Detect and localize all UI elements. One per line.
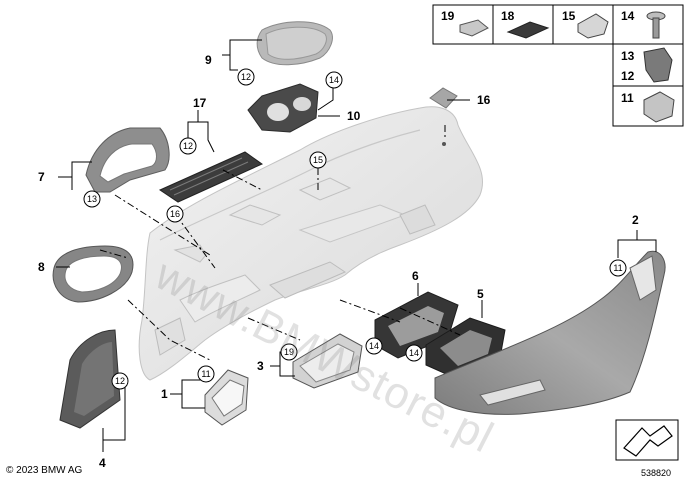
clip-15-icon	[577, 13, 609, 39]
circled-callouts: 12 14 12 15 13 16 11 12 19 14 14 11	[83, 68, 627, 390]
clip-13-12-icon	[643, 47, 673, 83]
svg-text:11: 11	[621, 91, 634, 105]
part-1-vent-housing[interactable]	[204, 369, 249, 426]
svg-text:12: 12	[183, 141, 193, 151]
callout-10: 10	[347, 109, 361, 123]
callout-5: 5	[477, 287, 484, 301]
part-9-speaker-grille[interactable]	[256, 21, 333, 66]
svg-text:19: 19	[284, 347, 294, 357]
copyright-text: © 2023 BMW AG	[6, 465, 83, 476]
svg-text:15: 15	[313, 155, 323, 165]
callout-16: 16	[477, 93, 491, 107]
part-16-cover[interactable]	[429, 87, 458, 109]
circled-callout-14: 14	[365, 337, 383, 355]
svg-text:19: 19	[441, 9, 455, 23]
clip-19-icon	[459, 19, 489, 37]
svg-text:12: 12	[621, 69, 635, 83]
callout-1: 1	[161, 387, 168, 401]
svg-text:11: 11	[613, 263, 622, 273]
svg-text:13: 13	[87, 194, 97, 204]
part-10-bracket[interactable]	[247, 83, 319, 133]
svg-text:14: 14	[329, 75, 339, 85]
callout-2: 2	[632, 213, 639, 227]
svg-text:14: 14	[369, 341, 379, 351]
svg-text:12: 12	[115, 376, 125, 386]
circled-callout-14: 14	[325, 71, 343, 89]
leader-lines	[56, 39, 657, 452]
callout-17: 17	[193, 96, 207, 110]
circled-callout-19: 19	[280, 343, 298, 361]
callout-9: 9	[205, 53, 212, 67]
clip-11-icon	[643, 91, 675, 123]
svg-text:16: 16	[170, 209, 180, 219]
svg-text:13: 13	[621, 49, 635, 63]
orientation-arrow-icon	[615, 419, 679, 461]
svg-text:12: 12	[241, 72, 251, 82]
part-7-trim-frame[interactable]	[85, 127, 170, 193]
callout-numbers: 9 10 16 17 7 8 4 1 3 5 6 2	[38, 53, 639, 470]
diagram-id: 538820	[641, 468, 672, 478]
dashboard-carrier	[138, 106, 484, 381]
assembly-lines	[99, 125, 461, 361]
part-3-switch-panel[interactable]	[292, 333, 363, 389]
circled-callout-15: 15	[309, 151, 327, 169]
circled-callout-12: 12	[179, 137, 197, 155]
screw-14-icon	[646, 11, 666, 39]
part-8-trim-ring[interactable]	[52, 245, 134, 303]
circled-callout-14: 14	[405, 344, 423, 362]
part-2-long-trim[interactable]	[434, 250, 666, 415]
callout-6: 6	[412, 269, 419, 283]
circled-callout-11: 11	[197, 365, 215, 383]
callout-8: 8	[38, 260, 45, 274]
legend-cell-14	[612, 4, 684, 45]
circled-callout-11: 11	[609, 259, 627, 277]
part-4-side-panel[interactable]	[59, 329, 121, 429]
callout-7: 7	[38, 170, 45, 184]
svg-text:14: 14	[409, 348, 419, 358]
svg-text:15: 15	[562, 9, 576, 23]
svg-text:18: 18	[501, 9, 515, 23]
pad-18-icon	[506, 21, 550, 39]
circled-callout-13: 13	[83, 190, 101, 208]
part-17-vent-strip[interactable]	[158, 151, 264, 203]
callout-3: 3	[257, 359, 264, 373]
circled-callout-12: 12	[237, 68, 255, 86]
small-parts-legend: 19 18 15 14 13 12 11	[432, 4, 684, 127]
circled-callout-16: 16	[166, 205, 184, 223]
callout-4: 4	[99, 456, 106, 470]
svg-text:11: 11	[201, 369, 210, 379]
svg-text:14: 14	[621, 9, 635, 23]
circled-callout-12: 12	[111, 372, 129, 390]
